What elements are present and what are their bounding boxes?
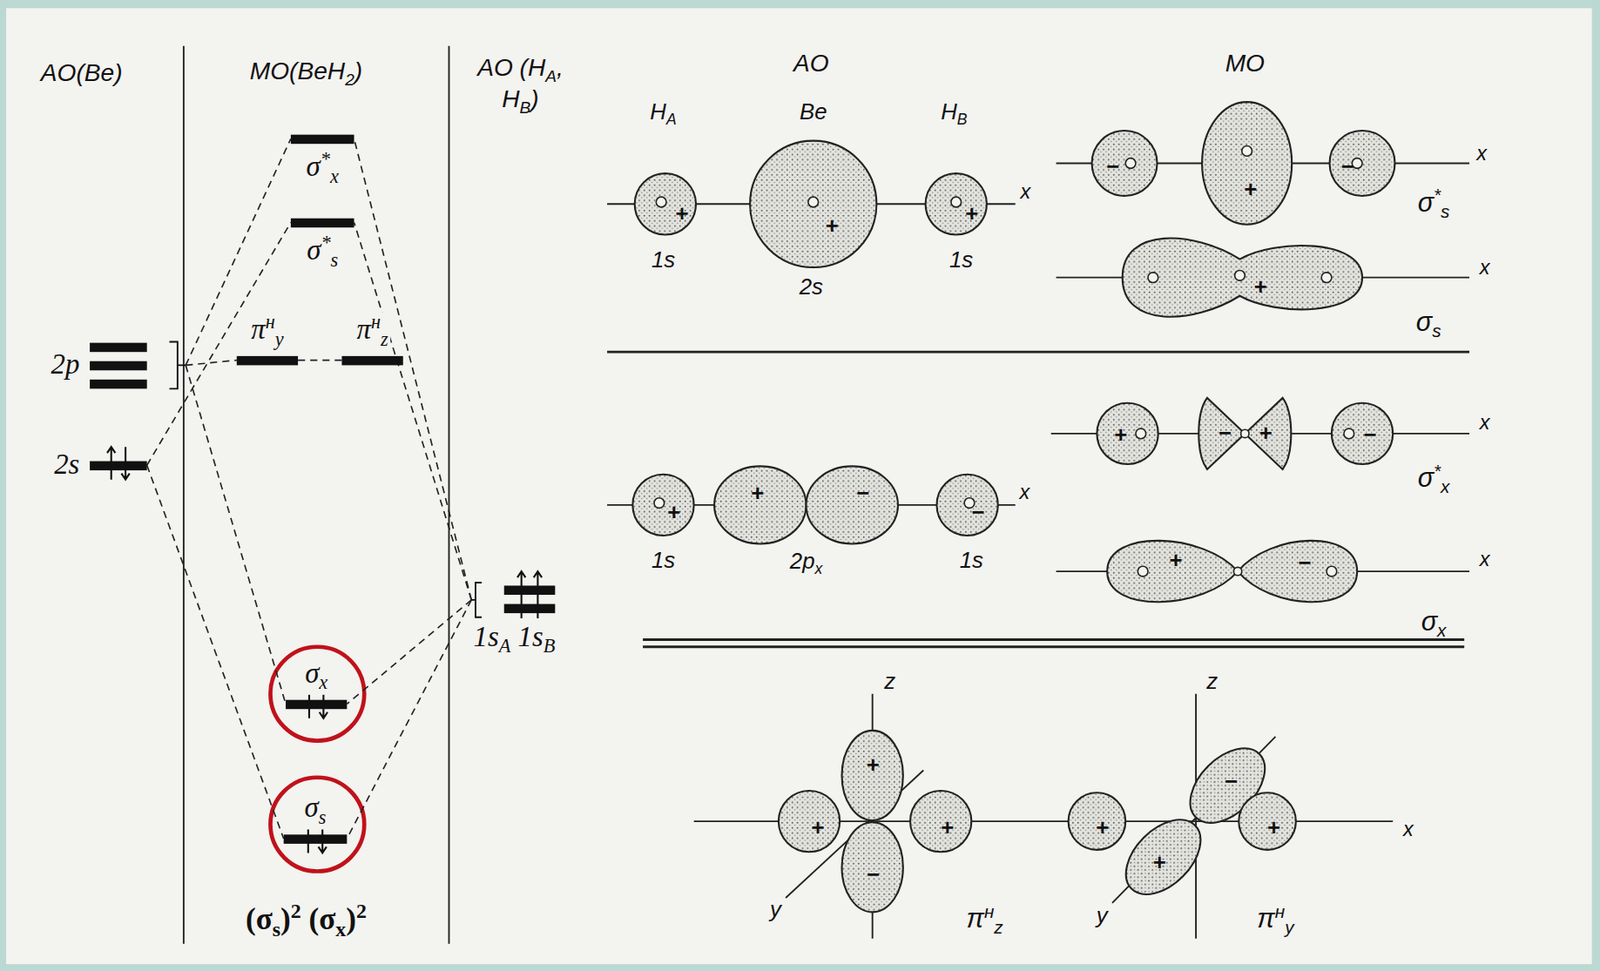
- diagram-label: MO(BeH2): [249, 57, 363, 89]
- phase-sign: −: [1340, 155, 1354, 180]
- correlation-line: [185, 138, 291, 365]
- correlation-line: [354, 222, 473, 600]
- diagram-label: 2s: [799, 275, 824, 300]
- level-label: 1sA 1sB: [471, 621, 558, 658]
- diagram-label: σx: [1421, 607, 1447, 642]
- diagram-label: πнz: [965, 902, 1003, 939]
- correlation-line: [147, 222, 291, 466]
- level-bar: [236, 354, 298, 367]
- diagram-label: MO: [1225, 49, 1265, 77]
- level-label: σ*s: [304, 232, 341, 271]
- phase-sign: +: [750, 481, 764, 507]
- phase-sign: +: [1253, 275, 1267, 300]
- correlation-line: [346, 600, 472, 839]
- energy-level: σx: [285, 697, 347, 710]
- level-bar: [283, 832, 348, 845]
- phase-sign: +: [940, 816, 954, 841]
- diagram-label: AO (HA, HB): [464, 54, 577, 117]
- diagram-label: σs: [1416, 307, 1442, 342]
- energy-level: σs: [283, 832, 348, 845]
- diagram-label: HB: [940, 100, 967, 129]
- energy-level: σ*s: [290, 215, 355, 230]
- correlation-line: [354, 138, 473, 601]
- phase-sign: +: [1095, 816, 1109, 841]
- level-label: σ*x: [303, 148, 341, 188]
- phase-sign: −: [855, 481, 869, 507]
- level-bar: [341, 354, 403, 367]
- diagram-label: HA: [649, 100, 676, 129]
- phase-sign: +: [1243, 177, 1257, 203]
- diagram-label: x: [1476, 141, 1487, 165]
- diagram-label: σ*s: [1417, 186, 1451, 223]
- phase-sign: +: [1258, 421, 1272, 446]
- diagram-label: 1s: [651, 248, 676, 273]
- phase-sign: −: [865, 863, 879, 888]
- diagram-label: y: [769, 897, 782, 923]
- level-bar: [89, 459, 148, 472]
- correlation-line: [185, 360, 237, 366]
- phase-sign: +: [810, 816, 824, 841]
- energy-level: πнz: [341, 354, 403, 367]
- phase-sign: −: [1105, 155, 1119, 180]
- diagram-label: z: [884, 668, 896, 694]
- energy-level: σ*x: [290, 131, 355, 146]
- phase-sign: +: [1267, 816, 1281, 841]
- energy-level: 2s: [89, 459, 148, 472]
- diagram-label: y: [1096, 904, 1108, 929]
- diagram-label: 1s: [959, 548, 984, 574]
- diagram-label: (σs)2 (σx)2: [245, 899, 367, 941]
- diagram-label: Be: [799, 100, 828, 125]
- level-label: σs: [302, 793, 329, 831]
- diagram-label: x: [1479, 547, 1491, 571]
- diagram-label: AO: [793, 49, 830, 77]
- phase-sign: −: [1217, 421, 1231, 446]
- phase-sign: −: [1223, 769, 1237, 794]
- phase-sign: +: [824, 214, 838, 239]
- level-label: πнz: [354, 312, 391, 352]
- correlation-line: [147, 465, 284, 839]
- phase-sign: +: [1152, 850, 1166, 876]
- diagram-label: AO(Be): [40, 60, 123, 88]
- phase-sign: +: [667, 500, 681, 526]
- level-bar: [89, 339, 186, 392]
- diagram-label: x: [1020, 180, 1032, 203]
- diagram-label: 1s: [949, 248, 973, 273]
- diagram-label: 1s: [651, 548, 676, 574]
- diagram-label: x: [1479, 256, 1491, 279]
- level-label: 2s: [52, 449, 82, 481]
- phase-sign: +: [1168, 548, 1182, 574]
- diagram-label: x: [1019, 480, 1030, 504]
- level-label: πнy: [249, 312, 286, 352]
- diagram-label: πнy: [1256, 902, 1294, 939]
- correlation-line: [185, 364, 286, 704]
- diagram-label: σ*x: [1417, 461, 1451, 498]
- level-bar: [290, 215, 355, 230]
- phase-sign: +: [1113, 423, 1128, 448]
- level-bar: [290, 131, 355, 146]
- diagram-label: x: [1479, 411, 1491, 434]
- level-label: σx: [303, 658, 331, 696]
- phase-sign: +: [865, 753, 879, 778]
- level-label: 2p: [48, 349, 82, 381]
- phase-sign: +: [675, 202, 689, 227]
- level-bar: [285, 697, 347, 710]
- phase-sign: +: [965, 202, 979, 227]
- correlation-line: [297, 359, 342, 362]
- diagram-label: z: [1206, 668, 1218, 694]
- energy-level: πнy: [236, 354, 298, 367]
- phase-sign: −: [1363, 423, 1377, 448]
- energy-level: 1sA 1sB: [471, 581, 557, 619]
- diagram-label: x: [1403, 816, 1414, 840]
- level-bar: [471, 581, 557, 619]
- diagram-label: 2px: [789, 548, 823, 578]
- energy-level: 2p: [89, 339, 186, 392]
- correlation-line: [346, 600, 472, 704]
- phase-sign: −: [1297, 551, 1311, 576]
- phase-sign: −: [971, 500, 985, 526]
